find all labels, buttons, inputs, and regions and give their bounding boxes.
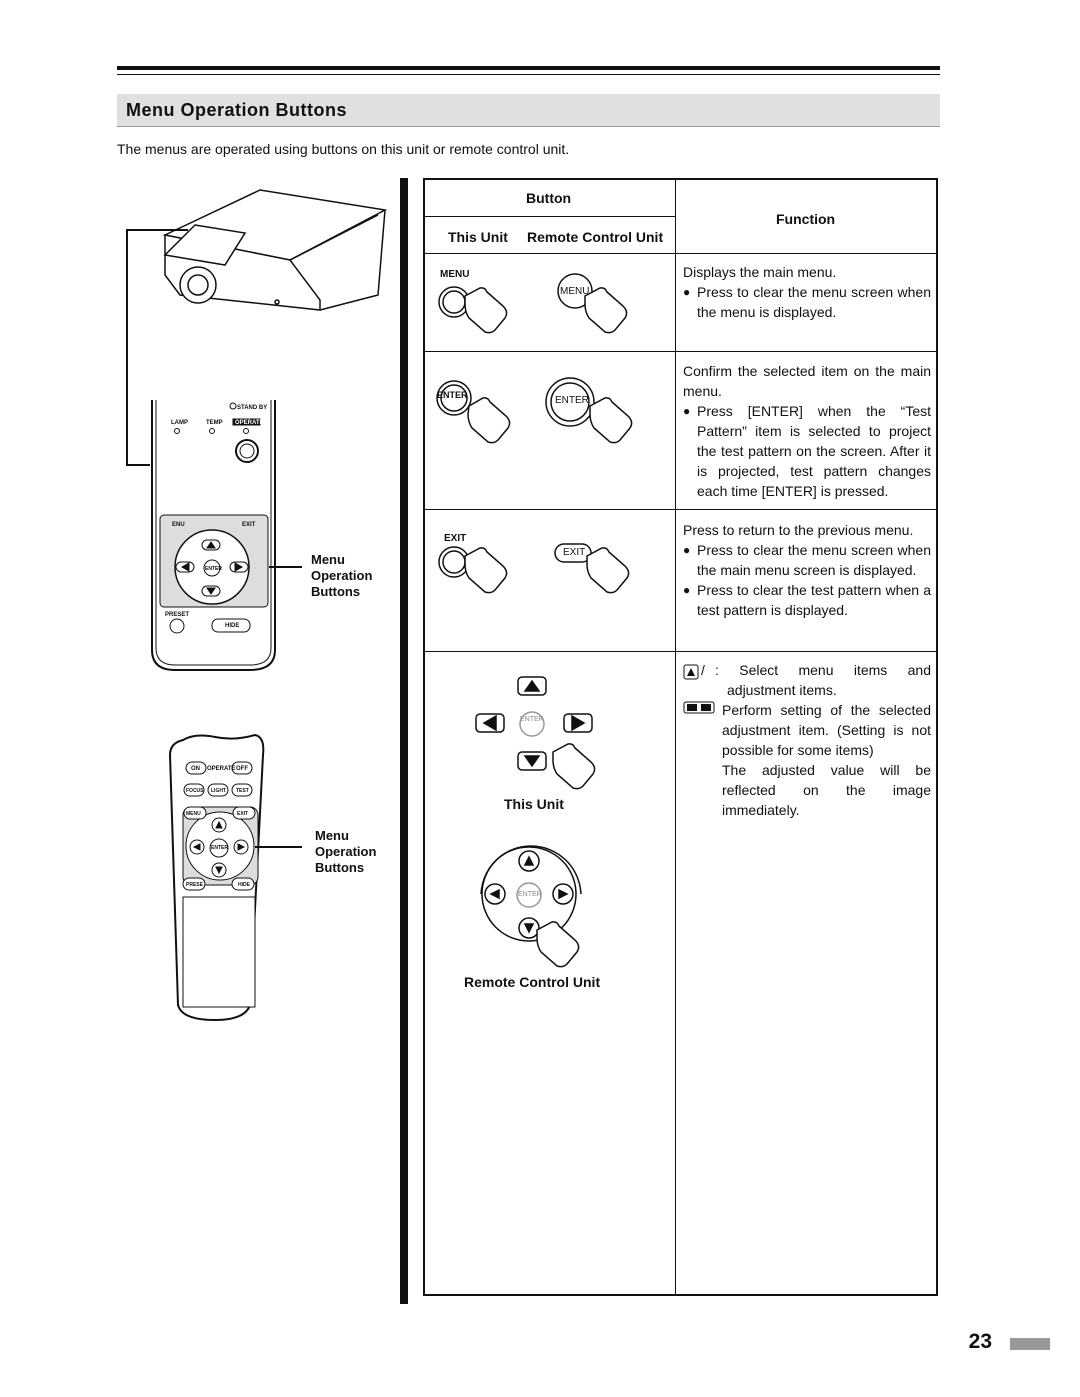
remote-hide-label: HIDE <box>238 882 250 888</box>
table-header-subline <box>425 216 675 217</box>
function-menu: Displays the main menu. ● Press to clear … <box>683 262 931 322</box>
unit-arrow-buttons-icon <box>475 676 596 790</box>
table-row-line-3 <box>425 651 936 652</box>
unit-exit-text: EXIT <box>444 533 467 544</box>
top-rule-thin <box>117 74 940 75</box>
arrow-key-icons <box>683 664 715 714</box>
function-menu-line: Displays the main menu. <box>683 264 837 280</box>
remote-focus-label: FOCUS <box>186 788 204 794</box>
function-enter-line: Confirm the selected item on the main me… <box>683 363 931 399</box>
section-title: Menu Operation Buttons <box>126 100 347 120</box>
header-remote: Remote Control Unit <box>527 229 664 245</box>
function-exit-bullet-1: Press to clear the menu screen when the … <box>697 542 931 578</box>
page-number: 23 <box>968 1330 992 1353</box>
unit-operate-label: OPERATE <box>235 420 264 426</box>
button-function-table: Button This Unit Remote Control Unit Fun… <box>423 178 938 1296</box>
unit-temp-label: TEMP <box>206 420 223 426</box>
table-row-line-2 <box>425 509 936 510</box>
unit-exit-button-icon <box>438 546 508 594</box>
device-illustrations <box>126 189 388 1022</box>
bullet-icon: ● <box>683 285 691 299</box>
remote-enter-text: ENTER <box>555 395 589 406</box>
function-exit-line: Press to return to the previous menu. <box>683 522 914 538</box>
function-select: : Select menu items and adjustment items… <box>715 662 931 698</box>
function-enter: Confirm the selected item on the main me… <box>683 361 931 501</box>
function-exit-bullet-2: Press to clear the test pattern when a t… <box>697 582 931 618</box>
table-header-line <box>425 253 936 254</box>
bullet-icon: ● <box>683 543 691 557</box>
function-exit: Press to return to the previous menu. ● P… <box>683 520 931 620</box>
remote-menu-text: MENU <box>560 286 590 297</box>
remote-menu-button-icon <box>557 273 628 334</box>
remote-operate-label: OPERATE <box>207 766 236 772</box>
function-perform: Perform setting of the selected adjustme… <box>722 702 931 758</box>
row4-remote-label: Remote Control Unit <box>464 974 601 990</box>
remote-menu-label: MENU <box>186 811 201 817</box>
select-separator: / <box>701 662 705 678</box>
function-adjusted: The adjusted value will be reflected on … <box>722 762 931 818</box>
unit-enter-text: ENTER <box>437 390 468 400</box>
remote-exit-button-icon <box>554 543 630 594</box>
section-title-bar: Menu Operation Buttons <box>117 94 940 127</box>
remote-light-label: LIGHT <box>211 788 226 794</box>
section-side-bar <box>400 178 408 1304</box>
header-button: Button <box>526 190 572 206</box>
function-menu-bullet: Press to clear the menu screen when the … <box>697 284 931 320</box>
bullet-icon: ● <box>683 583 691 597</box>
unit-hide-label: HIDE <box>225 623 240 629</box>
remote-exit-text: EXIT <box>563 547 586 558</box>
page-number-bar <box>1010 1338 1050 1350</box>
row4-this-unit-label: This Unit <box>504 796 564 812</box>
callout-bracket <box>126 229 188 466</box>
remote-enter-small-text: ENTER <box>518 891 542 898</box>
header-function: Function <box>776 211 836 227</box>
remote-control-illustration <box>168 733 302 1022</box>
table-col-divider <box>675 180 676 1294</box>
function-enter-bullet: Press [ENTER] when the “Test Pattern” it… <box>697 403 931 499</box>
unit-control-panel <box>151 400 302 671</box>
table-row-line-1 <box>425 351 936 352</box>
remote-callout-label: Menu Operation Buttons <box>315 828 377 875</box>
remote-pad-buttons-icon <box>481 846 580 968</box>
remote-exit-label: EXIT <box>237 811 249 817</box>
unit-preset-label: PRESET <box>165 612 190 618</box>
unit-menu-button-icon <box>438 286 508 334</box>
unit-enter-small-text: ENTER <box>520 716 544 723</box>
unit-enter-label: ENTER <box>205 566 222 572</box>
bullet-icon: ● <box>683 404 691 418</box>
remote-preset-label: PRESE <box>186 882 203 888</box>
remote-on-label: ON <box>191 766 200 772</box>
unit-standby-label: STAND BY <box>237 405 268 411</box>
header-this-unit: This Unit <box>448 229 508 245</box>
remote-enter-label: ENTER <box>211 845 228 851</box>
unit-exit-label: EXIT <box>242 522 256 528</box>
unit-menu-label: ENU <box>172 522 185 528</box>
remote-enter-button-icon <box>545 377 633 444</box>
top-rule <box>117 66 940 70</box>
remote-test-label: TEST <box>236 788 249 794</box>
unit-menu-text: MENU <box>440 269 470 280</box>
projector-illustration <box>162 189 388 311</box>
unit-lamp-label: LAMP <box>171 420 188 426</box>
unit-enter-button-icon <box>436 380 511 444</box>
remote-off-label: OFF <box>236 766 248 772</box>
intro-text: The menus are operated using buttons on … <box>117 141 570 157</box>
unit-callout-label: Menu Operation Buttons <box>311 552 373 599</box>
